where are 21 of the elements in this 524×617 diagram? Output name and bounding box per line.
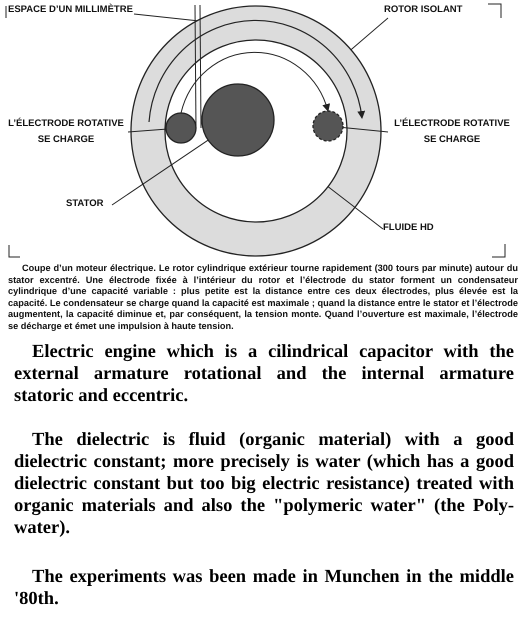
paragraph: Electric engine which is a cilindrical capacitor with the external armature rotational and the internal armature statoric and eccentric.	[14, 341, 514, 407]
leader-line	[128, 128, 166, 132]
stator-disc	[201, 83, 275, 157]
electrode-disc	[165, 112, 197, 144]
part-label: L’ÉLECTRODE ROTATIVE SE CHARGE	[388, 116, 516, 148]
part-label: L’ÉLECTRODE ROTATIVE SE CHARGE	[4, 116, 128, 148]
paragraph: The experiments was been made in Munchen in the middle '80th.	[14, 566, 514, 610]
electrode-disc	[312, 110, 344, 142]
part-label: STATOR	[66, 196, 112, 212]
part-label: ROTOR ISOLANT	[384, 2, 474, 18]
paragraph: The dielectric is fluid (organic material) with a good dielectric constant; more precisely is water (which has a good dielectric constant but too big electric resistance) treated with organic materials and also the "polymeric water" (the Poly-water).	[14, 429, 514, 539]
leader-line	[342, 127, 388, 132]
fluid-chamber	[164, 39, 348, 223]
figure-caption: Coupe d’un moteur électrique. Le rotor cylindrique extérieur tourne rapidement (300 tours par minute) autour du stator excentré. Une électrode fixée à l’intérieur du rotor et l’électrode du stator forment un condensateur cylindrique d’une capacité variable : plus petite est la distance entre ces deux électrodes, plus élevée est la capacité. Le condensateur se charge quand la capacité est maximale ; quand la distance entre le stator et l’électrode augmentent, la capacité diminue et, par conséquent, la tension monte. Quand l’ouverture est maximale, l’électrode se décharge et émet une impulsion à haute tension.	[8, 263, 518, 333]
arrow	[180, 52, 330, 114]
leader-line	[134, 14, 198, 22]
part-label: ESPACE D’UN MILLIMÈTRE	[8, 2, 136, 18]
leader-line	[350, 18, 388, 50]
leader-line	[112, 140, 209, 206]
part-label: FLUIDE HD	[383, 220, 443, 236]
leader-line	[328, 186, 384, 230]
